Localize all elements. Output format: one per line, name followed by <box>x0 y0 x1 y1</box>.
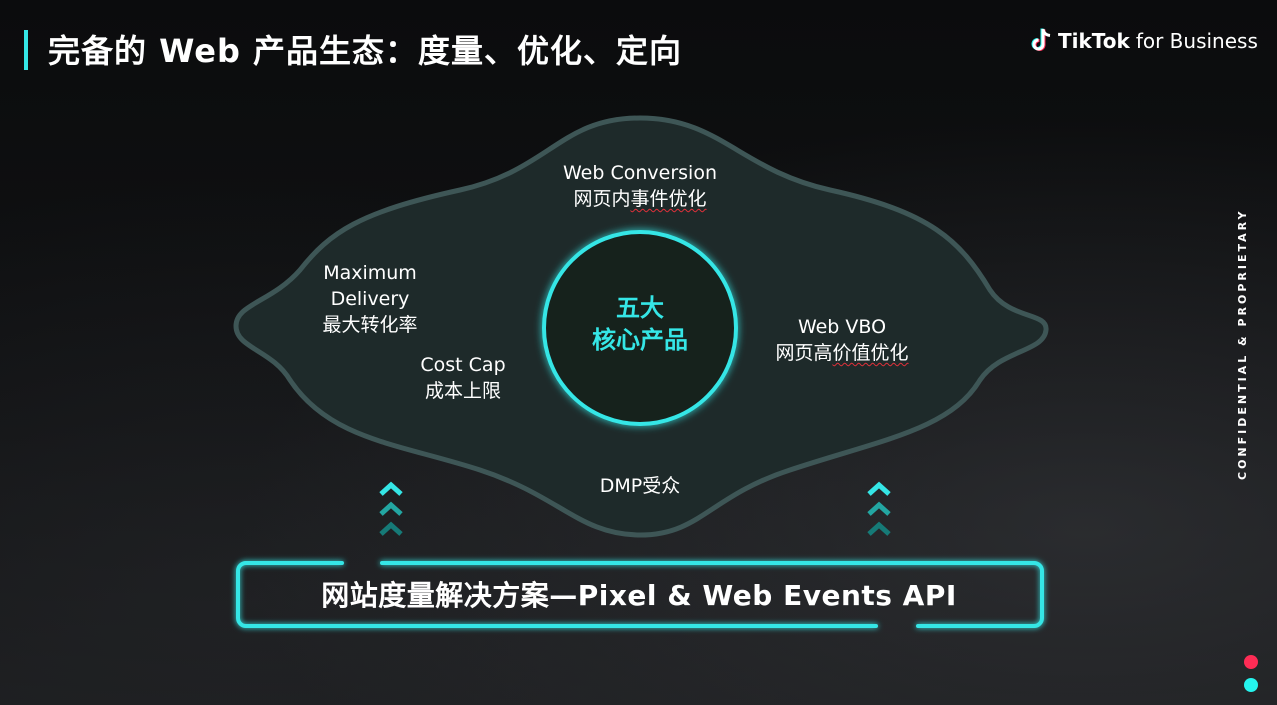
center-label-line1: 五大 <box>616 294 664 322</box>
node-web-vbo-en: Web VBO <box>797 316 887 338</box>
left-chevron-arrows <box>379 481 403 536</box>
node-web-vbo-zh: 网页高价值优化 <box>775 342 909 364</box>
center-label: 五大 核心产品 <box>560 292 720 356</box>
node-maximum-delivery-en: Maximum <box>323 262 417 284</box>
center-ring <box>542 230 738 426</box>
brand-dot-red <box>1244 655 1258 669</box>
node-web-conversion-zh: 网页内事件优化 <box>538 186 742 212</box>
slide-title: 完备的 Web 产品生态：度量、优化、定向 <box>48 32 683 70</box>
node-web-vbo: Web VBO 网页高价值优化 <box>756 314 928 366</box>
right-chevron-arrows <box>867 481 891 536</box>
node-maximum-delivery: Maximum Delivery 最大转化率 <box>300 260 440 338</box>
foundation-box: 网站度量解决方案—Pixel & Web Events API <box>236 562 1042 626</box>
center-label-line2: 核心产品 <box>592 326 688 354</box>
node-dmp-audience: DMP受众 <box>570 473 710 499</box>
node-dmp-audience-zh: DMP受众 <box>599 475 681 497</box>
node-cost-cap-en: Cost Cap <box>420 354 506 376</box>
spellcheck-underline: 价值优化 <box>832 342 909 364</box>
foundation-box-border <box>236 561 1044 628</box>
title-accent-bar <box>24 30 28 70</box>
node-maximum-delivery-zh: 最大转化率 <box>322 314 418 336</box>
node-cost-cap: Cost Cap 成本上限 <box>404 352 522 404</box>
node-maximum-delivery-en2: Delivery <box>330 288 410 310</box>
node-web-conversion-zh-text: 网页内事件优化 <box>573 188 707 210</box>
node-cost-cap-zh: 成本上限 <box>424 380 501 402</box>
brand-name: TikTok <box>1058 29 1130 53</box>
node-web-conversion: Web Conversion 网页内事件优化 <box>538 160 742 212</box>
foundation-label: 网站度量解决方案—Pixel & Web Events API <box>321 579 957 612</box>
brand-dot-cyan <box>1244 678 1258 692</box>
tiktok-for-business-logo: TikTok for Business <box>1030 26 1258 56</box>
brand-suffix: for Business <box>1135 29 1258 53</box>
tiktok-note-icon <box>1031 28 1051 51</box>
spellcheck-underline: 事件优化 <box>630 188 707 210</box>
node-web-conversion-en: Web Conversion <box>563 162 717 184</box>
